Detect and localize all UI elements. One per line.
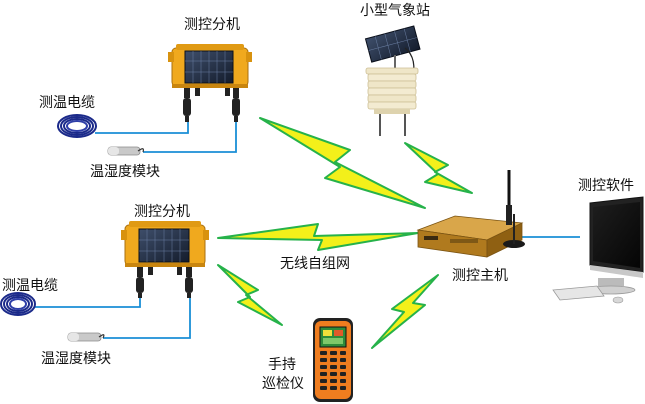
label-wireless: 无线自组网 — [280, 256, 350, 272]
label-node-mid: 测控分机 — [134, 204, 190, 220]
lightning-bolt-handheld-left — [217, 264, 283, 326]
temperature-cable-coil-mid — [0, 292, 36, 316]
label-host: 测控主机 — [452, 268, 508, 284]
host-gateway — [416, 170, 525, 258]
monitor — [552, 196, 644, 304]
label-software: 测控软件 — [578, 178, 634, 194]
wire-top-cable — [95, 122, 189, 134]
label-handheld-line2: 巡检仪 — [262, 376, 304, 392]
temperature-cable-coil-top — [57, 114, 97, 138]
weather-station — [364, 25, 421, 136]
bolt-layer — [217, 117, 473, 349]
lightning-bolt-top-node — [259, 117, 426, 209]
node-enclosure-top — [168, 44, 252, 122]
wire-top-humid — [143, 122, 237, 153]
label-cable-top: 测温电缆 — [39, 95, 95, 111]
lightning-bolt-weather — [404, 142, 473, 194]
wire-mid-cable — [34, 296, 141, 308]
label-weather-station: 小型气象站 — [360, 3, 430, 19]
label-cable-mid: 测温电缆 — [2, 278, 58, 294]
node-enclosure-mid — [121, 221, 209, 298]
handheld-inspector — [313, 318, 353, 402]
lightning-bolt-mid-node — [217, 223, 419, 251]
label-handheld-line1: 手持 — [268, 357, 296, 373]
wire-mid-humid — [103, 296, 191, 339]
humidity-probe-top — [107, 146, 145, 156]
humidity-probe-mid — [67, 332, 105, 342]
lightning-bolt-handheld-right — [371, 274, 439, 349]
label-node-top: 测控分机 — [184, 17, 240, 33]
label-humid-mid: 温湿度模块 — [41, 351, 111, 367]
label-humid-top: 温湿度模块 — [90, 164, 160, 180]
wire-layer — [34, 122, 580, 339]
